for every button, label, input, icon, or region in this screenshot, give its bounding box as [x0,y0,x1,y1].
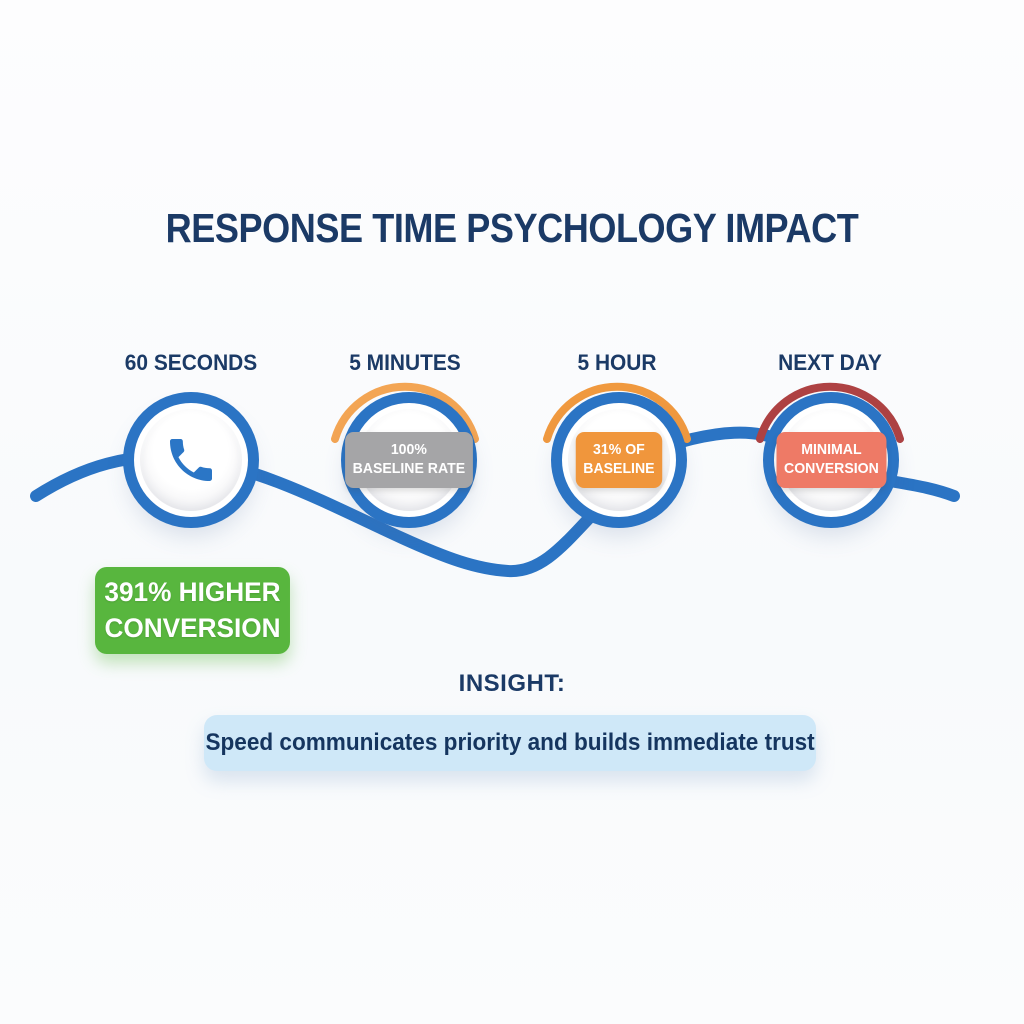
highlight-line1: 391% HIGHER [104,577,281,608]
highlight-line2: CONVERSION [104,612,281,643]
badge-line1: 100% [390,441,428,459]
stage-arc-next-day [756,382,904,443]
stage-badge-minimal-conversion: MINIMAL CONVERSION [776,432,886,488]
stage-label-next-day: NEXT DAY [778,350,882,375]
stage-label-60-seconds: 60 SECONDS [124,350,258,375]
stage-label-5-minutes: 5 MINUTES [349,350,461,375]
insight-text: Speed communicates priority and builds i… [205,729,815,756]
badge-line2: CONVERSION [783,460,879,477]
badge-line1: MINIMAL [800,441,862,459]
badge-line2: BASELINE RATE [352,460,466,477]
stage-circle-inner: 31% OF BASELINE [568,409,670,511]
highlight-badge-conversion: 391% HIGHER CONVERSION [95,567,290,654]
page-title: RESPONSE TIME PSYCHOLOGY IMPACT [165,205,859,251]
stage-arc-5-minutes [331,382,479,443]
phone-icon [170,439,212,481]
stage-circle-5-minutes: 100% BASELINE RATE [341,392,477,528]
stage-circle-5-hour: 31% OF BASELINE [551,392,687,528]
stage-circle-inner [140,409,242,511]
stage-circle-inner: MINIMAL CONVERSION [776,409,886,511]
stage-circle-60-seconds [123,392,259,528]
stage-badge-baseline-rate: 100% BASELINE RATE [345,432,473,488]
stage-label-5-hour: 5 HOUR [577,350,657,375]
badge-line1: 31% OF [593,441,645,459]
badge-line2: BASELINE [583,460,655,477]
stage-badge-31-percent: 31% OF BASELINE [575,432,663,488]
stage-circle-next-day: MINIMAL CONVERSION [763,392,899,528]
stage-arc-5-hour [543,382,691,443]
insight-box: Speed communicates priority and builds i… [204,715,816,771]
insight-heading: INSIGHT: [458,670,566,697]
stage-circle-inner: 100% BASELINE RATE [345,409,473,511]
